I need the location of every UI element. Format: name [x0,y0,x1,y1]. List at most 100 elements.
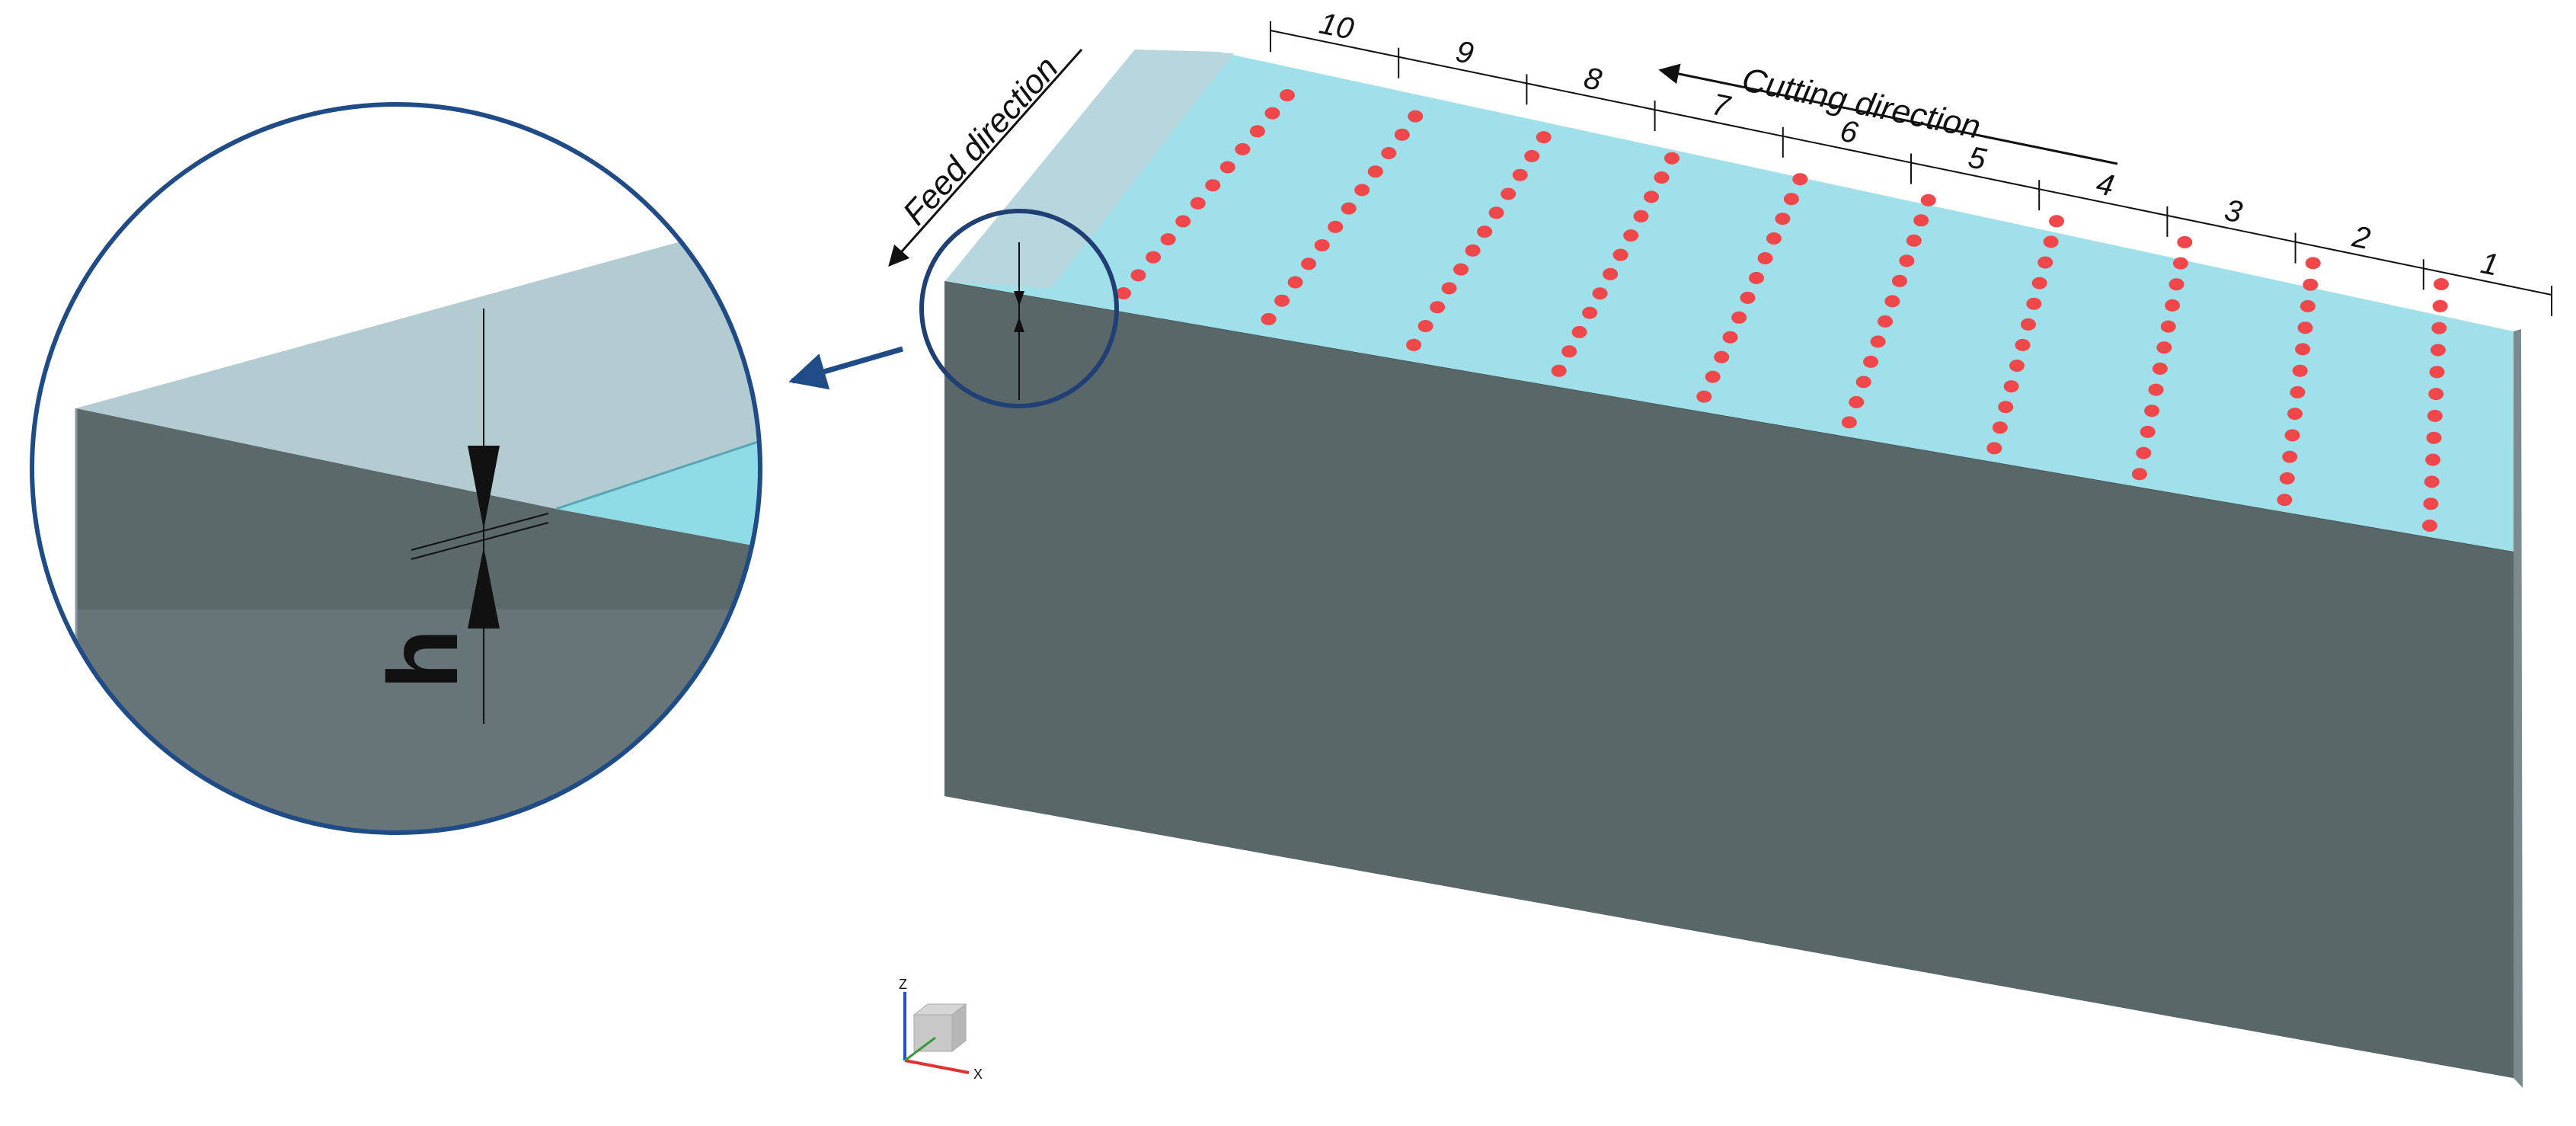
measurement-point [1913,214,1929,227]
thickness-arrow-bottom [468,547,500,629]
workpiece-block [944,50,2523,1088]
measurement-point [1264,107,1280,120]
measurement-point [2423,497,2439,510]
measurement-point [1740,291,1756,304]
segment-label-5: 5 [1965,140,1989,177]
measurement-point [2015,338,2031,351]
magnified-top-back [76,217,760,509]
measurement-points [1116,89,2449,532]
measurement-point [1705,370,1721,383]
segment-label-8: 8 [1581,61,1605,98]
measurement-point [1654,171,1670,184]
measurement-point [1287,276,1303,289]
callout-arrow [788,346,903,390]
measurement-point [1477,226,1493,238]
measurement-point [2160,320,2176,333]
measurement-point [2049,215,2064,228]
segment-label-1: 1 [2478,246,2501,283]
measurement-point [2424,475,2440,488]
measurement-point [2429,366,2445,379]
magnifier-view: h [30,102,762,835]
measurement-point [1878,315,1893,328]
measurement-point [2169,278,2184,291]
thickness-ext-line-top [411,513,549,551]
measurement-point [2292,364,2308,377]
measurement-point [1512,168,1528,181]
measurement-point [1130,269,1146,282]
segment-label-3: 3 [2222,194,2245,230]
segment-label-2: 2 [2349,219,2373,256]
measurement-point [2422,520,2437,532]
measurement-point [1453,263,1469,276]
cutting-direction-indicator: Cutting direction [1658,61,2118,165]
measurement-point [2287,408,2303,421]
measurement-point [2037,256,2053,269]
measurement-point [2136,446,2152,459]
thickness-label: h [367,629,478,689]
measurement-point [1891,274,1907,287]
measurement-point [1792,173,1808,186]
measurement-point [2003,380,2019,393]
measurement-point [1488,206,1504,219]
measurement-point [2282,450,2298,463]
measurement-point [1998,401,2014,414]
measurement-point [2426,431,2442,444]
measurement-point [2277,494,2293,507]
measurement-point [2026,297,2042,310]
detail-circle [919,209,1119,408]
measurement-point [2303,278,2319,291]
measurement-point [1749,271,1764,284]
measurement-point [2425,453,2441,466]
measurement-point [2140,425,2156,438]
measurement-point [1863,355,1879,368]
measurement-point [2434,278,2449,290]
triad-y-axis [904,1036,936,1062]
measurement-point [2152,362,2168,375]
segment-label-10: 10 [1316,7,1356,46]
measurement-point [1301,258,1317,270]
measurement-point [2009,360,2025,372]
measurement-point [1417,320,1433,332]
coordinate-triad: Z X [899,977,983,1082]
measurement-point [1341,202,1357,215]
thickness-ext-line-bottom [411,522,549,560]
measurement-point [1714,350,1730,363]
measurement-point [1906,234,1922,247]
measurement-point [1524,149,1540,162]
measurement-point [1992,421,2008,434]
measurement-point [1766,232,1782,245]
feed-direction-arrow [888,49,1083,267]
triad-cube-front [913,1014,953,1052]
measurement-point [2290,385,2306,398]
measurement-point [2043,235,2059,248]
segment-label-9: 9 [1453,35,1477,72]
measurement-point [1884,295,1900,308]
measurement-point [1696,390,1712,403]
measurement-point [1644,190,1659,203]
measurement-point [1571,325,1587,338]
measurement-point [1592,287,1608,300]
segment-label-7: 7 [1709,88,1734,124]
measurement-point [1314,239,1330,251]
thickness-arrow-top [468,446,500,529]
triad-cube-side [951,1003,967,1053]
segment-label-4: 4 [2094,167,2117,203]
measurement-point [1219,161,1235,174]
measurement-point [1190,197,1206,210]
measurement-point [1986,442,2002,455]
measurement-point [2148,383,2164,396]
measurement-point [2432,299,2448,312]
measurement-point [2305,257,2321,270]
block-side-face [2514,329,2523,1088]
measurement-point [1465,244,1481,257]
measurement-point [2427,409,2443,422]
measurement-point [1722,331,1738,344]
triad-z-label: Z [899,977,907,992]
top-surface-main [944,50,2514,552]
measurement-point [1367,165,1383,178]
measurement-point [1280,89,1295,101]
measurement-point [1381,147,1397,159]
measurement-point [1561,345,1577,358]
measurement-point [1582,306,1598,319]
